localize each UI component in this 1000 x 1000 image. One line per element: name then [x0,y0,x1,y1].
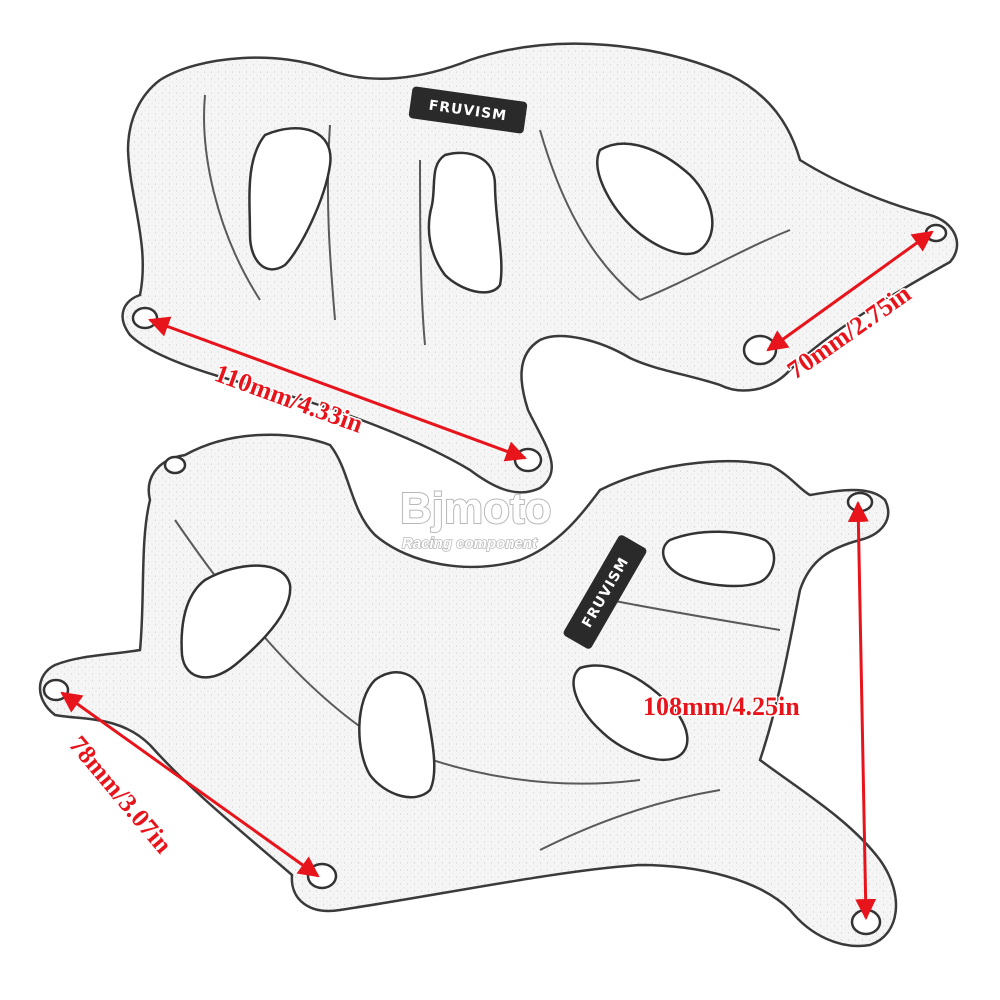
bottom-cutout-2 [358,671,436,799]
dimension-line-bottom-left [60,691,320,878]
dimension-line-top-right [766,230,934,352]
bottom-bolt-hole-left [42,678,70,702]
top-bolt-hole-left [131,306,159,330]
bottom-cutout-3 [572,664,689,761]
dimension-lines [60,230,934,921]
top-cutout-3 [596,142,714,256]
bottom-bolt-hole-top-right [846,491,874,513]
top-bolt-hole-right [742,334,778,366]
bottom-bolt-hole-top-left [163,455,187,475]
top-cutout-2 [427,151,503,294]
dimension-label-bottom-right: 108mm/4.25in [643,692,800,721]
watermark-brand: Bjmoto [400,484,552,533]
top-cutout-1 [248,127,332,271]
brand-watermark: Bjmoto Racing component [399,483,553,553]
watermark-tagline: Racing component [402,535,538,552]
dimension-line-top-left [148,316,527,462]
bottom-cutout-1 [180,564,292,679]
bottom-bolt-hole-bottom-left [306,862,338,890]
top-bolt-hole-bottom [513,447,543,473]
top-brand-logo: FRUVISM [408,86,528,134]
bottom-cutout-4 [661,530,776,588]
dimension-line-bottom-right [847,500,877,921]
top-cover-part: FRUVISM [121,42,959,494]
top-cover-outline [121,42,959,494]
